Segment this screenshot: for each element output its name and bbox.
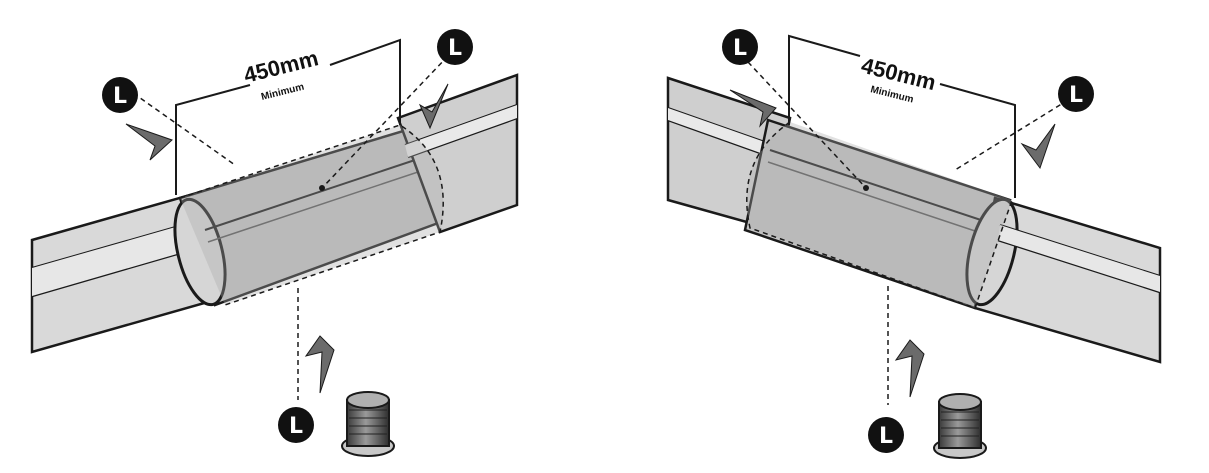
arrow-icon [418,83,449,130]
end-cap-icon [341,391,395,457]
callout-label: L [448,36,462,61]
callout-l-icon: L [1058,76,1094,112]
left-dimension-note: Minimum [260,82,305,103]
callout-l-icon: L [437,29,473,65]
left-dimension-value: 450mm [241,45,321,88]
left-panel: 450mm Minimum L L L [30,29,519,457]
arrow-icon [304,335,335,394]
left-sleeve [173,118,462,307]
right-panel: 450mm Minimum L L L [666,29,1162,459]
arrow-icon [125,123,173,161]
callout-label: L [733,36,747,61]
callout-l-icon: L [102,77,138,113]
arrow-icon [1020,123,1056,170]
arrow-icon [729,89,777,128]
end-cap-icon [933,393,987,459]
callout-label: L [289,414,303,439]
arrow-icon [894,339,925,398]
callout-l-icon: L [278,407,314,443]
callout-label: L [1069,83,1083,108]
callout-label: L [113,84,127,109]
callout-l-icon: L [722,29,758,65]
right-tube-outer [965,196,1162,364]
callout-l-icon: L [868,417,904,453]
callout-label: L [879,424,893,449]
